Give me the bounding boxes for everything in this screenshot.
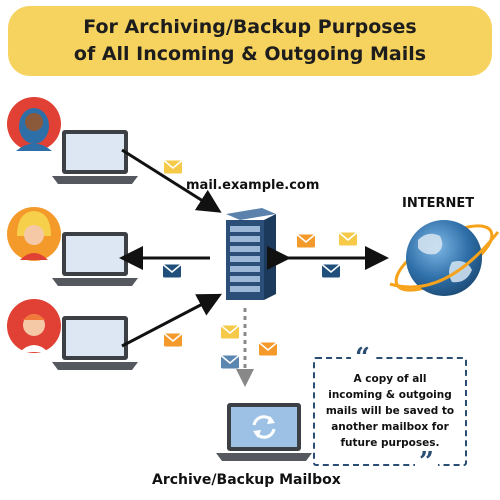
user-avatar-2	[7, 207, 61, 261]
archive-laptop-icon	[216, 403, 312, 461]
envelope-icon	[220, 324, 240, 340]
user-avatar-1	[7, 97, 61, 151]
arrow-user1-to-server	[121, 148, 222, 213]
user-3-group	[7, 299, 138, 370]
user-2-group	[7, 207, 138, 286]
note-text: A copy of all incoming & outgoing mails …	[325, 373, 455, 449]
envelope-icon	[321, 263, 341, 279]
note-box: “ A copy of all incoming & outgoing mail…	[313, 345, 467, 475]
envelope-icon	[163, 159, 183, 175]
title-line-2: of All Incoming & Outgoing Mails	[73, 43, 427, 65]
close-quote-icon: ”	[415, 449, 438, 475]
user-avatar-3	[7, 299, 61, 353]
envelope-icon	[163, 332, 183, 348]
laptop-icon	[52, 232, 138, 286]
sync-icon	[252, 415, 276, 439]
user-1-group	[7, 97, 138, 184]
internet-globe-icon	[389, 220, 500, 296]
arrow-user3-to-server	[121, 293, 222, 348]
envelope-icon	[296, 233, 316, 249]
archive-label: Archive/Backup Mailbox	[152, 472, 341, 488]
envelope-icon	[220, 354, 240, 370]
open-quote-icon: “	[351, 345, 374, 371]
envelope-icon	[258, 341, 278, 357]
envelope-icon	[162, 263, 182, 279]
title-banner: For Archiving/Backup Purposes of All Inc…	[8, 6, 492, 76]
laptop-icon	[52, 130, 138, 184]
envelope-icon	[338, 231, 358, 247]
mail-server-icon	[226, 208, 276, 300]
internet-label: INTERNET	[402, 196, 475, 211]
server-label: mail.example.com	[186, 178, 320, 193]
title-line-1: For Archiving/Backup Purposes	[83, 16, 417, 38]
